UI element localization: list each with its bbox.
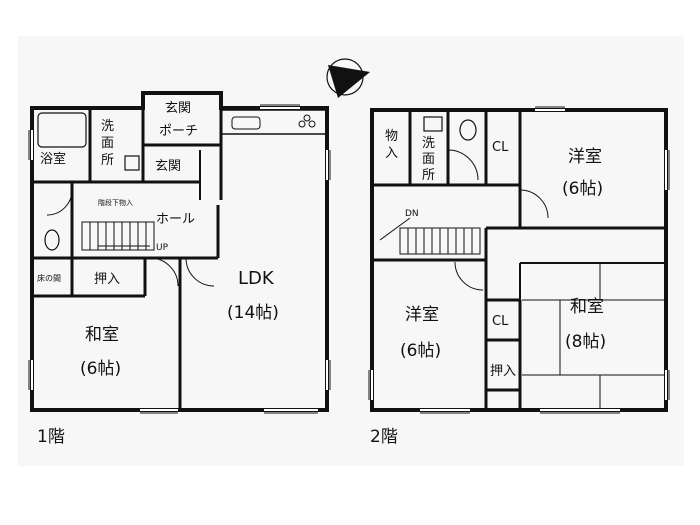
cl-label-2: CL xyxy=(492,314,509,329)
kitchen-counter xyxy=(220,109,328,135)
wash-label-1: 洗 xyxy=(422,136,435,151)
oshiire-label: 押入 xyxy=(490,364,516,379)
floor-2-stairs xyxy=(379,217,481,255)
dn-label: DN xyxy=(405,209,419,219)
storage-label-1: 物 xyxy=(385,129,398,144)
wash-basin-icon xyxy=(423,116,443,132)
wash-label-3: 所 xyxy=(101,153,114,168)
youshitsu-2-size-label: (6帖) xyxy=(400,341,441,361)
youshitsu-2-label: 洋室 xyxy=(405,305,439,325)
ldk-label: LDK xyxy=(238,268,275,289)
floor-2-outer-wall xyxy=(370,108,668,412)
youshitsu-1-label: 洋室 xyxy=(568,147,602,167)
floor-2 xyxy=(368,106,670,414)
entrance-label: 玄関 xyxy=(155,159,181,174)
cl-label-1: CL xyxy=(492,140,509,155)
floor-1 xyxy=(28,91,331,414)
youshitsu-1-size-label: (6帖) xyxy=(562,179,603,199)
wash-label-2: 面 xyxy=(422,152,435,167)
porch-label-1: 玄関 xyxy=(165,101,191,116)
oshiire-label: 押入 xyxy=(94,272,120,287)
up-label: UP xyxy=(156,243,169,253)
toilet-icon xyxy=(459,119,477,141)
toilet-icon xyxy=(44,229,60,251)
wash-label-2: 面 xyxy=(101,136,114,151)
floor-2-label: 2階 xyxy=(370,427,398,447)
kitchen-sink-icon xyxy=(231,116,261,130)
ldk-size-label: (14帖) xyxy=(227,303,279,323)
storage-label-2: 入 xyxy=(385,146,398,161)
wash-label-3: 所 xyxy=(422,168,435,183)
hall-label: ホール xyxy=(156,212,195,227)
floor-1-stairs xyxy=(81,221,155,251)
wash-label-1: 洗 xyxy=(101,119,114,134)
stove-burner-icon xyxy=(298,120,306,128)
floor-1-label: 1階 xyxy=(37,427,65,447)
washitsu-label: 和室 xyxy=(85,325,119,345)
washitsu-size-label: (8帖) xyxy=(565,332,606,352)
toko-label: 床の間 xyxy=(37,273,61,283)
bathtub-icon xyxy=(37,112,87,148)
stair-storage-label: 階段下物入 xyxy=(98,198,133,207)
wash-basin-icon xyxy=(124,155,140,171)
washitsu-label: 和室 xyxy=(570,297,604,317)
porch-label-2: ポーチ xyxy=(159,124,198,139)
north-arrow-icon xyxy=(326,58,370,98)
washitsu-size-label: (6帖) xyxy=(80,359,121,379)
bath-label: 浴室 xyxy=(40,151,66,167)
